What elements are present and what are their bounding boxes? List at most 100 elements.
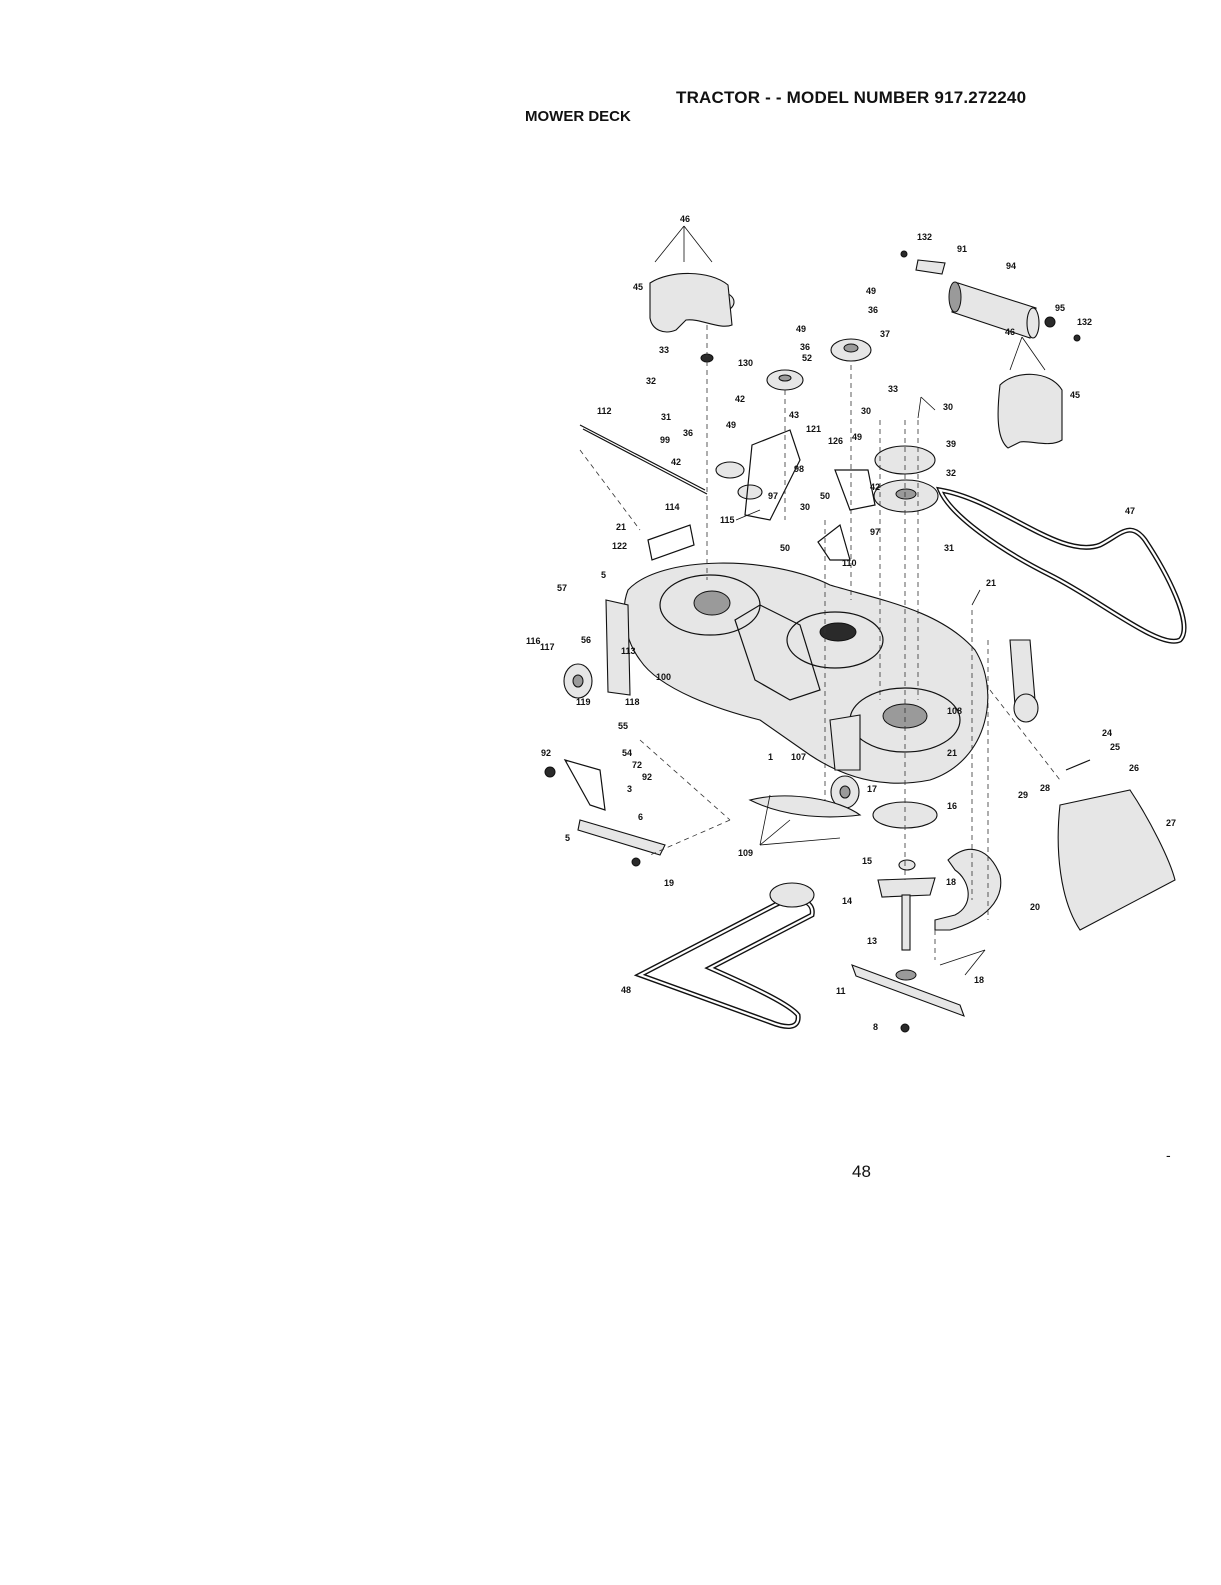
callout-46-right: 46 (1005, 327, 1015, 337)
callout-113: 113 (621, 646, 636, 656)
page-title: TRACTOR - - MODEL NUMBER 917.272240 (676, 88, 1027, 107)
callout-95: 95 (1055, 303, 1065, 313)
callout-46-top: 46 (680, 214, 690, 224)
callout-42-a: 42 (735, 394, 745, 404)
callout-26: 26 (1129, 763, 1139, 773)
callout-39: 39 (946, 439, 956, 449)
callout-28: 28 (1040, 783, 1050, 793)
callout-116: 116 (526, 636, 541, 646)
leader-lines (654, 225, 1046, 976)
callout-15: 15 (862, 856, 872, 866)
roller-assembly (900, 250, 1081, 342)
callout-14: 14 (842, 896, 852, 906)
callout-97-a: 97 (768, 491, 778, 501)
callout-21-right: 21 (986, 578, 996, 588)
callout-108: 108 (947, 706, 962, 716)
callout-32-right: 32 (946, 468, 956, 478)
callout-31-right: 31 (944, 543, 954, 553)
callout-55: 55 (618, 721, 628, 731)
callout-32-left: 32 (646, 376, 656, 386)
callout-49-d: 49 (852, 432, 862, 442)
alignment-lines (579, 325, 1061, 960)
callout-121: 121 (806, 424, 821, 434)
callout-6: 6 (638, 812, 643, 822)
callout-21-bottom: 21 (947, 748, 957, 758)
callout-47: 47 (1125, 506, 1135, 516)
callout-27: 27 (1166, 818, 1176, 828)
part-callouts: 46 132 91 94 95 132 46 45 45 49 36 37 49… (526, 214, 1176, 1032)
callout-43: 43 (789, 410, 799, 420)
callout-42-c: 42 (870, 482, 880, 492)
mower-deck-housing (623, 562, 1039, 809)
callout-119: 119 (576, 697, 591, 707)
callout-36-c: 36 (683, 428, 693, 438)
callout-122: 122 (612, 541, 627, 551)
callout-49-c: 49 (726, 420, 736, 430)
callout-19: 19 (664, 878, 674, 888)
callout-1: 1 (768, 752, 773, 762)
callout-107: 107 (791, 752, 806, 762)
callout-33-right: 33 (888, 384, 898, 394)
callout-25: 25 (1110, 742, 1120, 752)
callout-130: 130 (738, 358, 753, 368)
callout-56: 56 (581, 635, 591, 645)
callout-49-a: 49 (866, 286, 876, 296)
callout-52: 52 (802, 353, 812, 363)
belt-guards (649, 272, 1063, 449)
callout-36-a: 36 (868, 305, 878, 315)
callout-49-b: 49 (796, 324, 806, 334)
callout-17: 17 (867, 784, 877, 794)
callout-94: 94 (1006, 261, 1016, 271)
callout-20: 20 (1030, 902, 1040, 912)
callout-118: 118 (625, 697, 640, 707)
callout-110: 110 (842, 558, 857, 568)
callout-50-b: 50 (780, 543, 790, 553)
callout-45-left: 45 (633, 282, 643, 292)
callout-115: 115 (720, 515, 735, 525)
callout-132-right: 132 (1077, 317, 1092, 327)
callout-33-left: 33 (659, 345, 669, 355)
callout-30-a: 30 (943, 402, 953, 412)
callout-91: 91 (957, 244, 967, 254)
callout-3: 3 (627, 784, 632, 794)
callout-5-bottom: 5 (565, 833, 570, 843)
callout-126: 126 (828, 436, 843, 446)
callout-112: 112 (597, 406, 612, 416)
callout-45-right: 45 (1070, 390, 1080, 400)
callout-16: 16 (947, 801, 957, 811)
callout-92-left: 92 (541, 748, 551, 758)
callout-57: 57 (557, 583, 567, 593)
callout-97-b: 97 (870, 527, 880, 537)
callout-114: 114 (665, 502, 680, 512)
callout-13: 13 (867, 936, 877, 946)
section-title: MOWER DECK (525, 108, 631, 125)
callout-11: 11 (836, 986, 846, 996)
callout-21-left: 21 (616, 522, 626, 532)
callout-5-top: 5 (601, 570, 606, 580)
page-number: 48 (852, 1162, 871, 1181)
callout-37: 37 (880, 329, 890, 339)
callout-42-b: 42 (671, 457, 681, 467)
callout-29: 29 (1018, 790, 1028, 800)
callout-36-b: 36 (800, 342, 810, 352)
callout-50-a: 50 (820, 491, 830, 501)
callout-31-left: 31 (661, 412, 671, 422)
callout-132-left: 132 (917, 232, 932, 242)
drive-belts (633, 486, 1187, 1029)
callout-18-lower: 18 (974, 975, 984, 985)
page-mark: - (1166, 1147, 1171, 1163)
callout-117: 117 (540, 642, 555, 652)
spindle-blade-assembly (748, 759, 1176, 1033)
callout-48: 48 (621, 985, 631, 995)
callout-92-right: 92 (642, 772, 652, 782)
callout-98: 98 (794, 464, 804, 474)
callout-8: 8 (873, 1022, 878, 1032)
callout-109: 109 (738, 848, 753, 858)
callout-30-b: 30 (861, 406, 871, 416)
callout-72: 72 (632, 760, 642, 770)
callout-100: 100 (656, 672, 671, 682)
callout-54: 54 (622, 748, 632, 758)
callout-24: 24 (1102, 728, 1112, 738)
callout-30-c: 30 (800, 502, 810, 512)
